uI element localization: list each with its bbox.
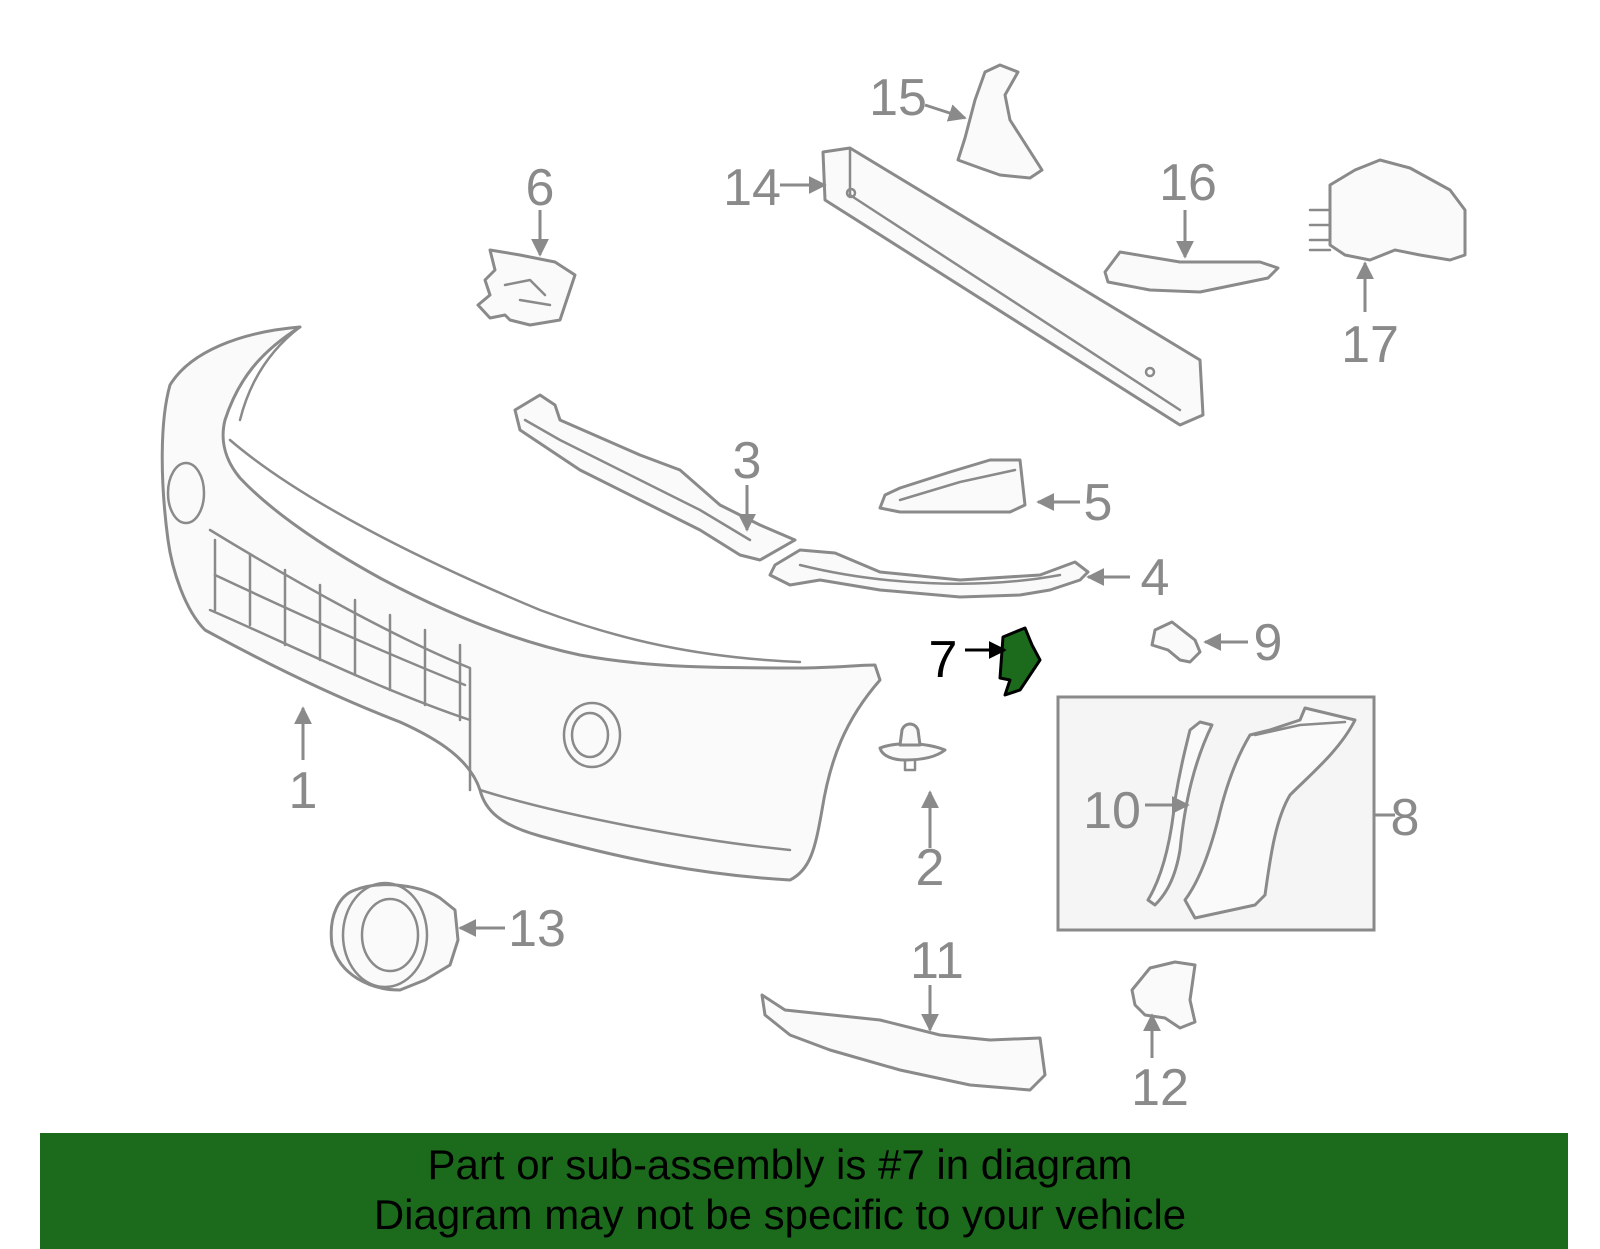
part-8-box — [1056, 695, 1376, 932]
part-2-clip — [878, 722, 947, 772]
callout-3: 3 — [733, 432, 762, 490]
callout-labels: 1 2 3 4 5 6 7 8 9 10 11 12 13 14 15 16 1… — [289, 69, 1420, 1117]
part-5-bracket — [878, 458, 1027, 514]
part-16-bracket — [1103, 250, 1280, 294]
part-17-bracket — [1308, 158, 1467, 262]
callout-14: 14 — [723, 159, 781, 217]
callout-10: 10 — [1083, 782, 1141, 840]
callout-11: 11 — [910, 932, 964, 990]
part-1-bumper-cover — [160, 325, 882, 882]
part-3-retainer — [513, 393, 797, 562]
callout-17: 17 — [1341, 316, 1399, 374]
part-7-highlighted-bracket — [998, 626, 1042, 697]
part-13-lamp-housing — [329, 881, 460, 992]
callout-8: 8 — [1391, 789, 1420, 847]
part-15-bracket — [956, 63, 1044, 180]
info-banner: Part or sub-assembly is #7 in diagram Di… — [40, 1133, 1568, 1249]
callout-5: 5 — [1084, 474, 1113, 532]
leader-lines — [294, 103, 1395, 1058]
part-11-cover — [760, 993, 1047, 1092]
part-6-bracket — [476, 248, 577, 327]
part-14-reinforcement — [821, 146, 1205, 427]
callout-6: 6 — [526, 159, 555, 217]
banner-line-disclaimer: Diagram may not be specific to your vehi… — [373, 1191, 1187, 1238]
part-4-support — [768, 548, 1090, 599]
banner-line-part: Part or sub-assembly is #7 in diagram — [427, 1141, 1133, 1188]
callout-1: 1 — [289, 762, 318, 820]
callout-7: 7 — [929, 631, 958, 689]
callout-2: 2 — [916, 839, 945, 897]
part-9-clip — [1150, 620, 1202, 664]
part-12-bracket — [1130, 960, 1197, 1030]
callout-16: 16 — [1159, 154, 1217, 212]
callout-12: 12 — [1131, 1059, 1189, 1117]
callout-13: 13 — [508, 900, 566, 958]
callout-15: 15 — [869, 69, 927, 127]
callout-4: 4 — [1141, 549, 1170, 607]
callout-9: 9 — [1254, 614, 1283, 672]
